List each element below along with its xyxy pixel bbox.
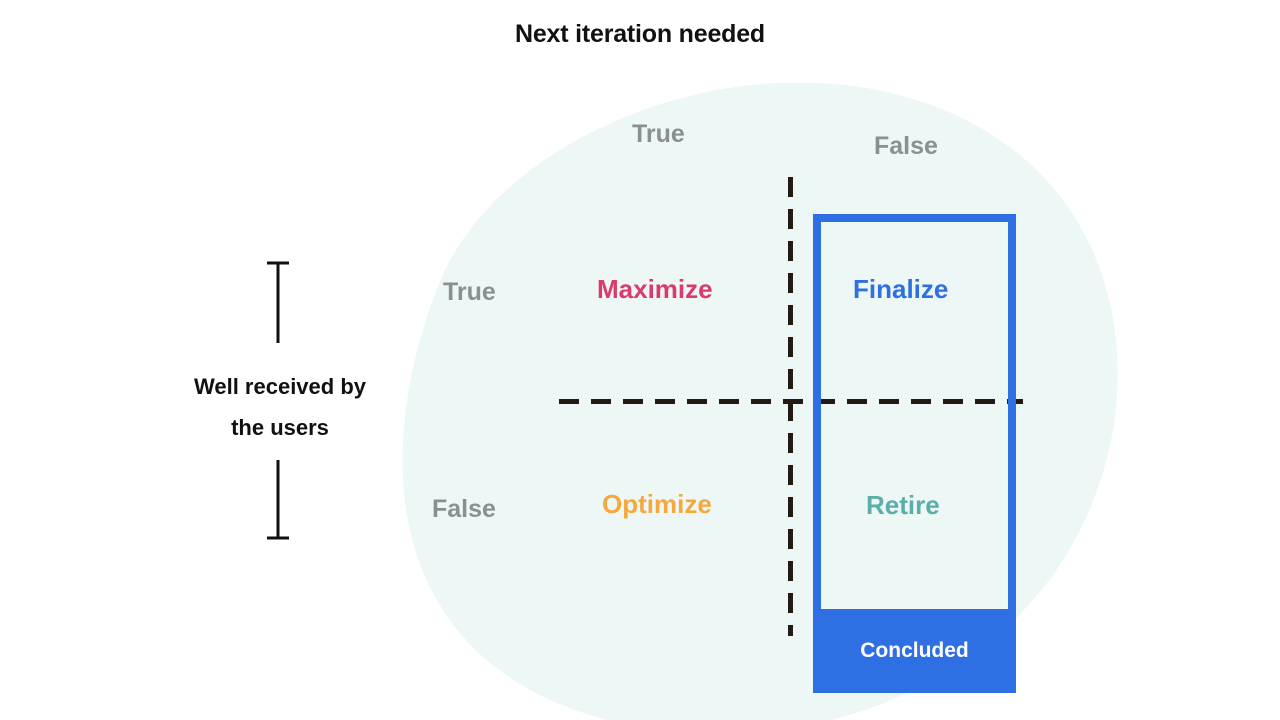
highlight-outline-box — [813, 214, 1016, 609]
row-header-false: False — [432, 495, 496, 523]
quadrant-label-optimize: Optimize — [602, 489, 712, 519]
highlight-footer-label: Concluded — [860, 639, 969, 662]
quadrant-label-retire: Retire — [866, 490, 940, 520]
page-title: Next iteration needed — [514, 20, 766, 48]
row-header-true: True — [443, 278, 496, 306]
quadrant-divider-vertical — [788, 177, 793, 636]
y-axis-bracket-top — [267, 261, 289, 343]
column-header-true: True — [632, 120, 685, 148]
highlight-footer-bar: Concluded — [813, 609, 1016, 693]
quadrant-label-maximize: Maximize — [597, 274, 713, 304]
y-axis-caption: Well received by the users — [140, 366, 420, 448]
quadrant-label-finalize: Finalize — [853, 274, 949, 304]
y-axis-caption-line-1: Well received by — [193, 374, 366, 399]
column-header-false: False — [874, 132, 938, 160]
y-axis-caption-line-2: the users — [231, 415, 329, 440]
y-axis-bracket-bottom — [267, 460, 289, 540]
